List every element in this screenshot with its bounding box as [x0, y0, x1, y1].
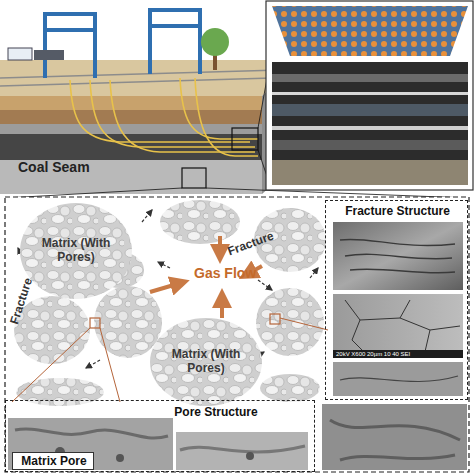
node-label: Matrix (With Pores): [30, 237, 122, 265]
inset-panel: Fracture Structure: [325, 200, 468, 400]
blob-fill: [20, 203, 132, 299]
flow-label: Gas Flow: [194, 266, 256, 281]
label-tag: Matrix Pore: [12, 452, 94, 470]
panel-heading: Fracture Structure: [334, 205, 461, 219]
matrix-blob: Matrix (With Pores): [20, 203, 132, 299]
part-label: Coal Seam: [18, 160, 90, 175]
sem-scale-text: 20kV X600 20µm 10 40 SEI: [336, 351, 410, 358]
node-label: Matrix Pore: [13, 455, 95, 469]
node-label: Matrix (With Pores): [160, 348, 252, 376]
panel-heading: Pore Structure: [156, 406, 276, 420]
inset-panel: Pore StructureMatrix Pore: [5, 400, 315, 472]
matrix-blob: Matrix (With Pores): [150, 318, 262, 406]
blob-fill: [150, 318, 262, 406]
